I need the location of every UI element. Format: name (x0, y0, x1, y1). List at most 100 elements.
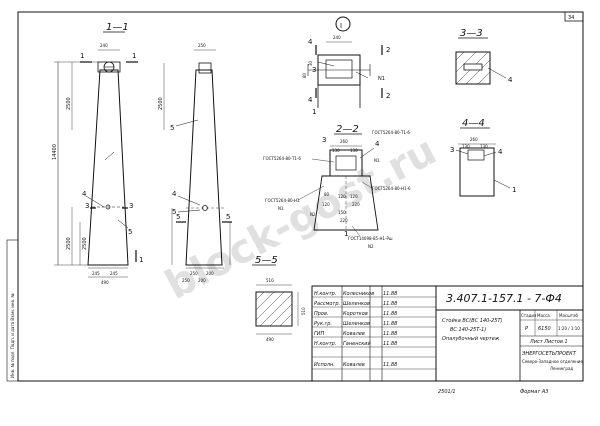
tb-row5-role: Н.контр. (314, 341, 336, 347)
mark-1-1-left: 1 (80, 52, 84, 60)
org-line3: Ленинград (550, 366, 573, 371)
tb-row5-name: Ганенский (343, 341, 371, 347)
dim-260: 260 (340, 139, 348, 144)
tb-row6-role: Исполн. (314, 362, 335, 368)
dim-30-left: 30 (308, 60, 313, 66)
view-5-5: 5—5 510 510 490 (252, 255, 306, 342)
dim-250-top: 250 (198, 43, 206, 48)
tb-row2-role: Пров. (314, 311, 329, 317)
column-2-outline (185, 69, 223, 266)
callout-1-detailI: 1 (312, 108, 316, 116)
dim-2500-top: 2500 (66, 97, 72, 110)
view-column-side: 250 2500 5 4 5 5 5 250 200 200 250 (158, 43, 232, 283)
binding-strip-text: Инв. № подл. Подп. и дата Взам. инв. № (10, 293, 15, 378)
dim-80-left: 80 (302, 72, 307, 78)
sheet-number: 34 (568, 15, 574, 21)
tb-row1-date: 11.88 (383, 301, 397, 307)
dim-510-side: 510 (301, 307, 306, 315)
mass-value: 6150 (538, 326, 551, 332)
callout-4-col1: 4 (82, 190, 87, 198)
binding-strip (6, 239, 19, 382)
view-3-3: 3—3 4 (455, 28, 513, 85)
dim-260-4-4: 260 (470, 137, 478, 142)
callout-4-4-4: 4 (498, 148, 503, 156)
tb-row5-date: 11.88 (383, 341, 397, 347)
note-gost-3: ГОСТ5264-80-Т1-6 (372, 130, 410, 135)
doc-code: 3.407.1-157.1 - 7-Ф4 (446, 292, 562, 305)
dim-250-bottom: 250 (190, 271, 198, 276)
mark-2-detailI-low: 2 (386, 92, 390, 100)
dim-490-bottom: 490 (266, 337, 274, 342)
detail-I: Ⅰ 240 4 2 4 2 3 N1 1 80 30 (302, 16, 390, 116)
tb-row1-role: Рассмотр. (314, 301, 340, 307)
org-line1: ЭНЕРГОСЕТЬПРОЕКТ (521, 351, 577, 357)
dim-2500-bot2: 2500 (82, 237, 88, 250)
note-N1-a: N1 (278, 206, 284, 211)
stage-header: Стадия (521, 313, 537, 318)
tb-row3-date: 11.88 (383, 321, 397, 327)
sheet-number-box (564, 11, 584, 22)
column-1-outline (87, 69, 129, 266)
note-N1-b: N1 (374, 158, 380, 163)
note-N2-b: N2 (368, 244, 374, 249)
detail-I-title: Ⅰ (340, 22, 342, 30)
tb-row4-role: ГИП (314, 331, 325, 337)
dim-220-a: 220 (352, 202, 360, 207)
callout-5-col2-low: 5 (172, 208, 176, 216)
dim-220-b: 220 (340, 218, 348, 223)
mark-3-col1-right: 3 (129, 202, 133, 210)
callout-3-4-4: 3 (450, 146, 454, 154)
view-1-1: 1—1 14400 2500 2500 2500 240 245 245 490 (52, 22, 143, 285)
sheet-frame (17, 11, 584, 382)
dim-130-b: 130 (350, 148, 358, 153)
dim-120-a: 120 (350, 194, 358, 199)
dim-490: 490 (101, 280, 109, 285)
dim-150: 150 (338, 210, 346, 215)
note-N2-a: N2 (310, 212, 316, 217)
dim-130-4-4b: 130 (480, 144, 488, 149)
section-4-4-rect (459, 147, 495, 197)
callout-3-detailI: 3 (312, 66, 316, 74)
dim-200b: 200 (198, 278, 206, 283)
dim-80-b: 80 (324, 192, 330, 197)
mark-1-bottom: 1 (139, 256, 143, 264)
note-N1-detailI: N1 (378, 76, 385, 82)
callout-5-col1: 5 (128, 228, 132, 236)
view-4-4-title: 4—4 (462, 118, 485, 129)
callout-5-col2: 5 (170, 124, 174, 132)
tb-row6-date: 11.88 (383, 362, 397, 368)
format-label: Формат А3 (520, 389, 548, 395)
tb-row0-date: 11.88 (383, 291, 397, 297)
view-4-4: 4—4 260 130 130 3 4 1 (450, 118, 516, 197)
mark-3-col1-left: 3 (85, 202, 89, 210)
view-3-3-title: 3—3 (460, 28, 483, 39)
product-line1: Стойка ВС(ВС 140-25Т) (442, 318, 503, 324)
view-5-5-title: 5—5 (255, 255, 278, 266)
note-gost-5: ГОСТ14098-85-Н1-Рш (348, 236, 393, 241)
note-gost-4: ГОСТ5264-80-Н1-6 (372, 186, 411, 191)
title-block: 3.407.1-157.1 - 7-Ф4 Н.контр. Колесников… (311, 285, 584, 382)
stage-value: Р (525, 326, 528, 332)
tb-row1-name: Шеленков (343, 301, 370, 307)
callout-4-2-2: 4 (375, 140, 380, 148)
callout-1-4-4: 1 (512, 186, 516, 194)
mark-5-right: 5 (226, 213, 230, 221)
dim-245-right: 245 (110, 271, 118, 276)
view-1-1-title: 1—1 (106, 22, 129, 33)
tb-row0-name: Колесников (343, 291, 374, 297)
dim-240-detailI: 240 (333, 35, 341, 40)
note-gost-2: ГОСТ5264-80-Н1 (265, 198, 300, 203)
view-2-2: 2—2 260 130 130 120 120 150 220 220 120 … (263, 124, 411, 249)
section-3-3-rect (455, 51, 491, 85)
tb-row3-role: Рук.гр. (314, 321, 332, 327)
callout-4-col2: 4 (172, 190, 177, 198)
dim-200-bottom: 200 (206, 271, 214, 276)
view-2-2-title: 2—2 (336, 124, 359, 135)
note-gost-1: ГОСТ5264-80-Т1-6 (263, 156, 301, 161)
mark-4-detailI-low: 4 (308, 96, 313, 104)
dim-250c: 250 (182, 278, 190, 283)
tb-row0-role: Н.контр. (314, 291, 336, 297)
product-line3: Опалубочный чертеж (442, 336, 500, 342)
dim-130-4-4a: 130 (462, 144, 470, 149)
dim-120-b: 120 (322, 202, 330, 207)
